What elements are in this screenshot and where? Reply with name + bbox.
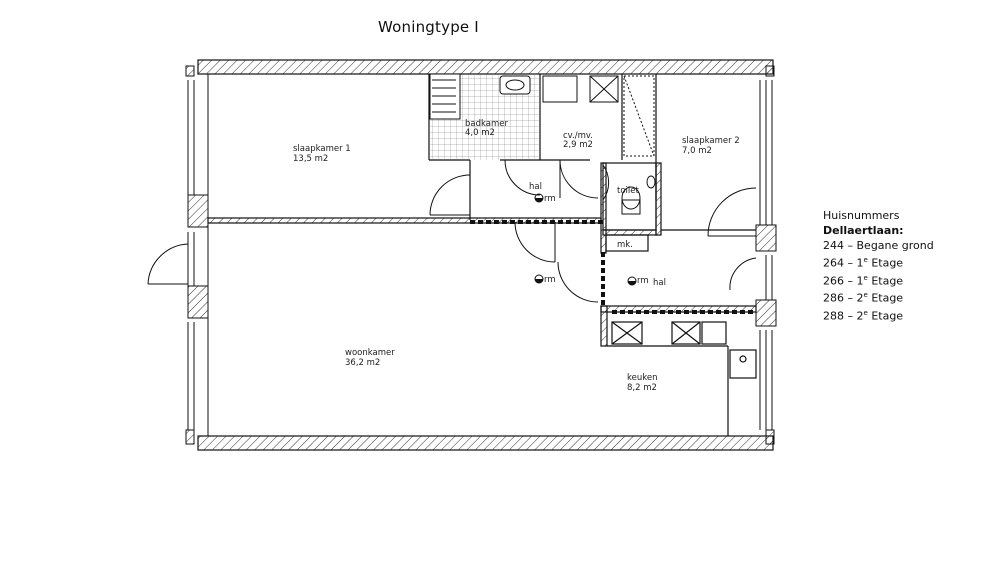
label-cv: cv./mv. xyxy=(563,131,593,141)
area-slaapkamer1: 13,5 m2 xyxy=(293,154,328,164)
house-numbers-legend: Huisnummers Dellaertlaan: 244 – Begane g… xyxy=(823,208,934,324)
bathroom xyxy=(429,73,655,160)
label-slaapkamer2: slaapkamer 2 xyxy=(682,136,740,146)
label-slaapkamer1: slaapkamer 1 xyxy=(293,144,351,154)
rm-label-3: rm xyxy=(637,276,649,286)
area-cv: 2,9 m2 xyxy=(563,140,593,150)
area-woonkamer: 36,2 m2 xyxy=(345,358,380,368)
label-mk: mk. xyxy=(617,240,633,250)
area-keuken: 8,2 m2 xyxy=(627,383,657,393)
legend-entry: 288 – 2e Etage xyxy=(823,308,904,323)
rm-symbols xyxy=(534,193,637,286)
right-facade xyxy=(707,80,777,430)
legend-street: Dellaertlaan: xyxy=(823,224,904,237)
label-toilet: toilet xyxy=(617,186,639,196)
legend-heading: Huisnummers xyxy=(823,209,900,222)
toilet-fixture xyxy=(621,175,656,215)
plan-title: Woningtype I xyxy=(378,18,479,36)
rm-label-1: rm xyxy=(544,194,556,204)
outer-walls xyxy=(185,59,775,451)
label-woonkamer: woonkamer xyxy=(345,348,395,358)
legend-entry: 264 – 1e Etage xyxy=(823,256,904,270)
legend-entry: 244 – Begane grond xyxy=(823,239,934,252)
dashed-walls xyxy=(470,220,756,314)
area-slaapkamer2: 7,0 m2 xyxy=(682,146,712,156)
left-facade xyxy=(147,74,209,436)
label-hal2: hal xyxy=(653,278,666,288)
rm-label-2: rm xyxy=(544,275,556,285)
label-keuken: keuken xyxy=(627,373,657,383)
legend-entry: 286 – 2e Etage xyxy=(823,291,904,305)
legend-entry: 266 – 1e Etage xyxy=(823,273,904,288)
door-swings xyxy=(429,159,610,303)
label-hal1: hal xyxy=(529,182,542,192)
interior-walls xyxy=(207,74,757,436)
area-badkamer: 4,0 m2 xyxy=(465,128,495,138)
label-badkamer: badkamer xyxy=(465,119,508,129)
